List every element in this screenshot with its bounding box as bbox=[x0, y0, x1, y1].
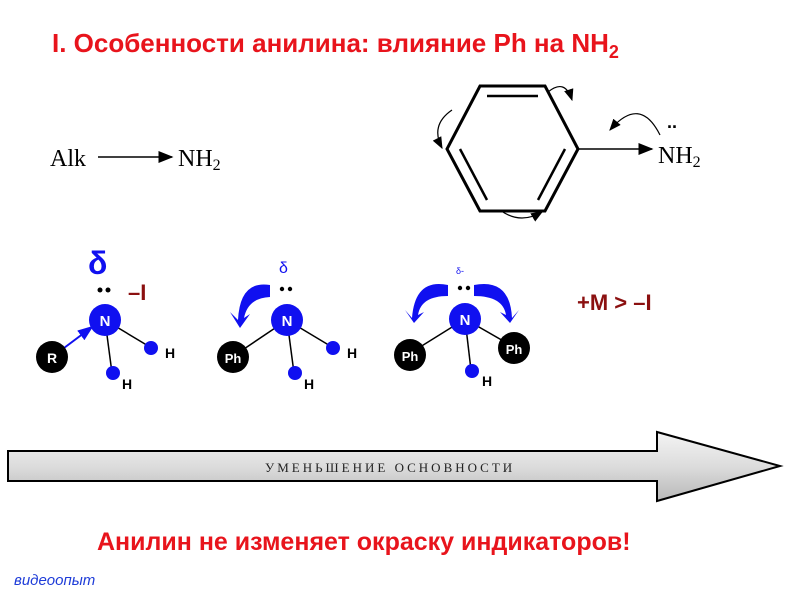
nitrogen-atom bbox=[89, 304, 121, 336]
lone-pair bbox=[97, 287, 111, 293]
basicity-arrow: УМЕНЬШЕНИЕ ОСНОВНОСТИ bbox=[7, 430, 784, 503]
arrow-label: УМЕНЬШЕНИЕ ОСНОВНОСТИ bbox=[265, 460, 515, 475]
nh2-label: NH2 bbox=[658, 143, 701, 171]
svg-text:Ph: Ph bbox=[225, 351, 242, 366]
svg-text:N: N bbox=[282, 313, 293, 330]
svg-text:N: N bbox=[460, 312, 471, 329]
curved-arrow-icon bbox=[499, 209, 544, 222]
nh2-label: NH2 bbox=[178, 146, 221, 174]
svg-text:H: H bbox=[347, 345, 357, 361]
curved-arrow-icon bbox=[474, 283, 519, 323]
svg-text:H: H bbox=[165, 345, 175, 361]
molecule-alkylamine: R N H H δ –I bbox=[36, 245, 175, 392]
curved-arrow-icon bbox=[609, 113, 661, 136]
curved-arrow-icon bbox=[432, 109, 453, 150]
lone-pair bbox=[279, 286, 293, 292]
benzene-ring bbox=[445, 84, 580, 213]
svg-text:Ph: Ph bbox=[506, 342, 523, 357]
lone-pair bbox=[457, 285, 471, 291]
svg-text:H: H bbox=[304, 376, 314, 392]
lone-pair: .. bbox=[667, 112, 677, 132]
svg-text:H: H bbox=[122, 376, 132, 392]
svg-text:N: N bbox=[100, 313, 111, 330]
title-text: I. Особенности анилина: влияние Ph на NH bbox=[52, 28, 609, 58]
effect-comparison: +M > –I bbox=[577, 290, 652, 315]
indicator-note: Анилин не изменяет окраску индикаторов! bbox=[97, 528, 631, 556]
substituent-atom bbox=[36, 341, 68, 373]
molecule-aniline: Ph N H H δ bbox=[217, 260, 357, 392]
inductive-effect-label: –I bbox=[128, 280, 146, 305]
video-link[interactable]: видеоопыт bbox=[14, 572, 96, 589]
alkylamine-scheme: Alk NH2 bbox=[50, 146, 221, 174]
partial-charge: δ bbox=[88, 245, 107, 281]
svg-text:R: R bbox=[47, 350, 57, 366]
alk-label: Alk bbox=[50, 146, 86, 172]
slide-title: I. Особенности анилина: влияние Ph на NH… bbox=[52, 28, 619, 63]
partial-charge: δ bbox=[279, 260, 288, 277]
molecule-diphenylamine: Ph Ph N H δ- bbox=[394, 266, 530, 389]
svg-text:Ph: Ph bbox=[402, 349, 419, 364]
curved-arrow-icon bbox=[230, 284, 270, 328]
curved-arrow-icon bbox=[405, 283, 448, 323]
partial-charge: δ- bbox=[456, 266, 464, 276]
curved-arrow-icon bbox=[547, 85, 574, 102]
title-subscript: 2 bbox=[608, 42, 619, 63]
aniline-scheme: .. NH2 bbox=[432, 84, 701, 222]
svg-text:H: H bbox=[482, 373, 492, 389]
